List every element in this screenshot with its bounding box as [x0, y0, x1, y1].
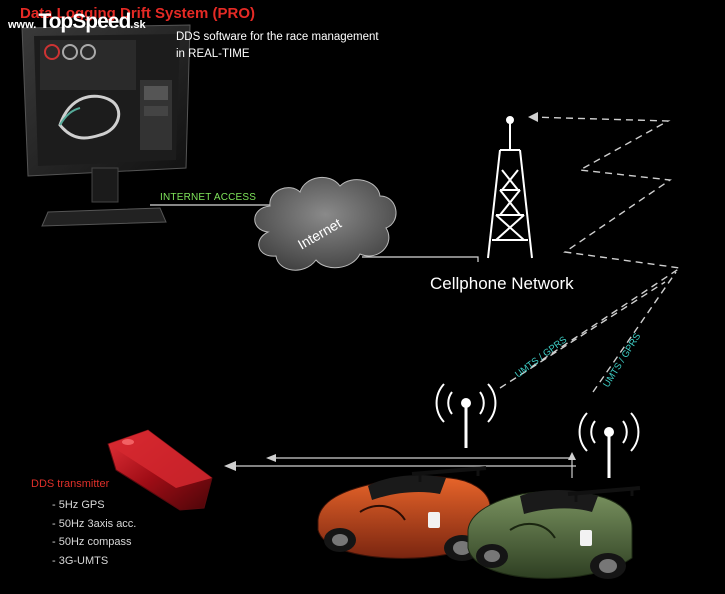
description-line: in REAL-TIME: [176, 48, 250, 60]
signal-arrow-icon: [528, 112, 538, 122]
logo: www.TopSpeed.sk: [8, 10, 146, 34]
monitor-icon: [21, 24, 191, 227]
transmitter-device-icon: [107, 429, 213, 511]
transmitter-title: DDS transmitter: [31, 478, 110, 490]
wireless-signal-path: [529, 116, 682, 369]
cloud-icon: [254, 177, 397, 271]
transmitter-feature-list: - 5Hz GPS - 50Hz 3axis acc. - 50Hz compa…: [52, 496, 136, 570]
arrow-left-icon: [266, 454, 276, 462]
internet-network-link: [362, 256, 479, 262]
wireless-link-right: [592, 271, 677, 393]
feature-item: - 50Hz compass: [52, 536, 132, 548]
product-description: DDS software for the race management in …: [176, 29, 379, 63]
arrow-up-icon: [568, 452, 576, 460]
cell-tower-icon: [487, 116, 533, 259]
race-car-icon: [317, 466, 491, 561]
logo-www: www.: [8, 19, 37, 31]
wireless-link-left: [499, 281, 666, 389]
umts-label-right: UMTS / GPRS: [601, 331, 643, 389]
internet-access-label: INTERNET ACCESS: [160, 192, 257, 203]
page-title: Data Logging Drift System (PRO): [20, 5, 256, 22]
description-line: DDS software for the race management: [176, 31, 379, 43]
antenna-icon: [435, 383, 497, 448]
arrow-left-icon: [224, 461, 236, 471]
race-car-icon: [467, 486, 641, 579]
feature-item: - 50Hz 3axis acc.: [52, 517, 137, 530]
feature-item: - 3G-UMTS: [52, 554, 109, 567]
feature-item: - 5Hz GPS: [52, 499, 105, 511]
antenna-icon: [578, 412, 640, 478]
logo-tld: .sk: [130, 19, 146, 31]
logo-name: TopSpeed: [38, 10, 131, 33]
cellphone-network-label: Cellphone Network: [430, 274, 574, 293]
umts-label-left: UMTS / GPRS: [513, 334, 569, 380]
